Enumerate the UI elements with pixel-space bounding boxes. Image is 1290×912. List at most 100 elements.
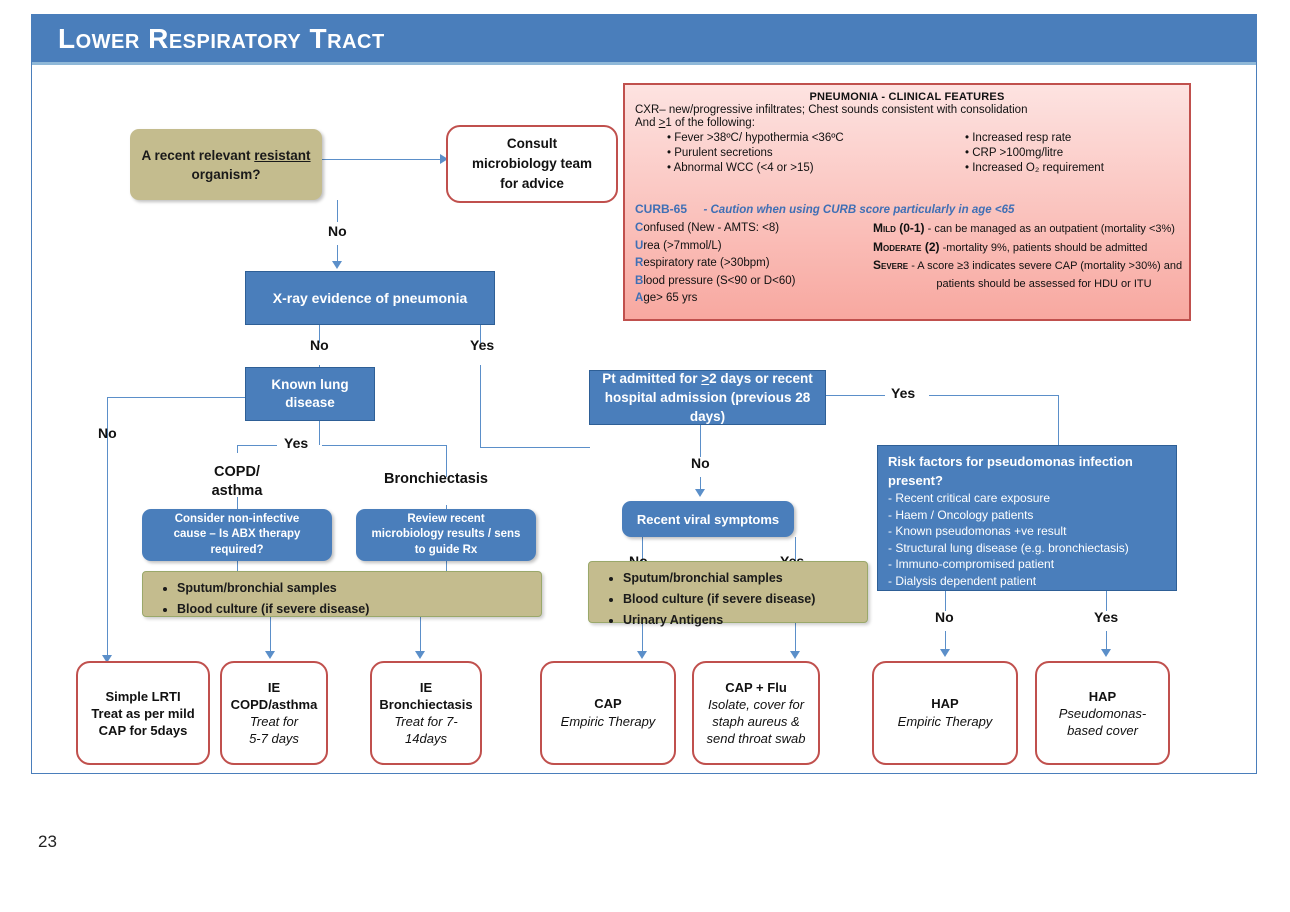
node-recent-viral-symptoms[interactable]: Recent viral symptoms (622, 501, 794, 537)
risk-item: - Structural lung disease (e.g. bronchie… (888, 540, 1129, 555)
list-item: Blood culture (if severe disease) (177, 599, 541, 620)
outcome-head: IE (267, 680, 281, 695)
edge-admitted-no-b (700, 477, 702, 491)
edge-resistant-down-b (337, 245, 339, 263)
outcome-sub1: Pseudomonas- (1058, 705, 1147, 721)
outcome-hap-pseudomonas[interactable]: HAP Pseudomonas- based cover (1035, 661, 1170, 765)
edge-lung-yes-leftdown (237, 445, 239, 453)
outcome-sub1: Treat for (249, 714, 299, 729)
panel-line2: And >1 of the following: (635, 117, 755, 129)
arrowhead-consult (440, 154, 448, 164)
edge-label-risk-yes: Yes (1094, 609, 1119, 625)
outcome-sub2: staph aureus & (712, 714, 800, 729)
outcome-head: IE (419, 680, 433, 695)
edge-lung-no-h (107, 397, 277, 399)
edge-viral-yes (795, 537, 797, 561)
edge-xray-yes-b (480, 365, 482, 447)
panel-bullet: • CRP >100mg/litre (965, 147, 1064, 159)
arrowhead-cap (637, 651, 647, 659)
edge-bronch-down (446, 445, 448, 477)
risk-item: - Immuno-compromised patient (888, 557, 1055, 571)
list-item: Urinary Antigens (623, 610, 867, 631)
edge-viral-no (642, 537, 644, 561)
outcome-sub1: Isolate, cover for (707, 697, 805, 712)
list-item: Sputum/bronchial samples (623, 568, 867, 589)
slide-title-bar: Lower Respiratory Tract (32, 15, 1256, 62)
outcome-sub1: Empiric Therapy (897, 714, 993, 729)
edge-admitted-yes-b (929, 395, 1059, 397)
outcome-hap-empiric[interactable]: HAP Empiric Therapy (872, 661, 1018, 765)
node-xray-evidence[interactable]: X-ray evidence of pneumonia (245, 271, 495, 325)
panel-bullet: • Increased O₂ requirement (965, 162, 1104, 174)
edge-xray-yes-a (480, 325, 482, 343)
outcome-cap[interactable]: CAP Empiric Therapy (540, 661, 676, 765)
panel-bullet: • Abnormal WCC (<4 or >15) (667, 162, 814, 174)
arrowhead-hap-pseudo (1101, 649, 1111, 657)
outcome-head2: Bronchiectasis (379, 697, 473, 712)
panel-line1: CXR– new/progressive infiltrates; Chest … (635, 104, 1028, 116)
page-title: Lower Respiratory Tract (58, 23, 385, 54)
edge-lung-yes-right (322, 445, 447, 447)
node-risk-factors-pseudomonas[interactable]: Risk factors for pseudomonas infection p… (877, 445, 1177, 591)
outcome-ie-bronchiectasis[interactable]: IE Bronchiectasis Treat for 7- 14days (370, 661, 482, 765)
panel-bullet: • Fever >38ºC/ hypothermia <36ºC (667, 132, 844, 144)
arrowhead-xray (332, 261, 342, 269)
outcome-simple-lrti[interactable]: Simple LRTI Treat as per mild CAP for 5d… (76, 661, 210, 765)
edge-consider-to-samples (237, 561, 239, 573)
risk-item: - Recent critical care exposure (888, 491, 1051, 505)
outcome-head2: COPD/asthma (230, 697, 318, 712)
list-item: Sputum/bronchial samples (177, 578, 541, 599)
edge-copd-down (237, 497, 239, 509)
arrowhead-ie-bronch (415, 651, 425, 659)
curb-grid: Confused (New - AMTS: <8) Urea (>7mmol/L… (625, 220, 1189, 312)
edge-review-to-samples (446, 561, 448, 573)
arrowhead-cap-flu (790, 651, 800, 659)
arrowhead-recent-viral (695, 489, 705, 497)
severity-row: patients should be assessed for HDU or I… (936, 277, 1152, 290)
outcome-sub1: Treat for 7- (394, 714, 458, 729)
edge-mid-samples-to-cap (642, 623, 644, 653)
outcome-head: HAP (1088, 688, 1117, 704)
panel-bullets-right: • Increased resp rate • CRP >100mg/litre… (965, 132, 1195, 174)
outcome-sub2: CAP for 5days (98, 722, 188, 738)
panel-bullets-left: • Fever >38ºC/ hypothermia <36ºC • Purul… (667, 132, 967, 174)
edge-admitted-yes-a (825, 395, 885, 397)
outcome-head: CAP + Flu (725, 680, 787, 695)
outcome-ie-copd-asthma[interactable]: IE COPD/asthma Treat for 5-7 days (220, 661, 328, 765)
edge-admitted-no-a (700, 425, 702, 457)
node-pt-admitted[interactable]: Pt admitted for >2 days or recent hospit… (589, 370, 826, 425)
outcome-head: CAP (594, 696, 622, 711)
outcome-sub2: based cover (1067, 722, 1138, 738)
edge-xray-yes-to-admitted (480, 447, 590, 449)
curb-severity-list: Mild (0-1) - can be managed as an outpat… (873, 220, 1191, 293)
samples-list-left: Sputum/bronchial samples Blood culture (… (143, 572, 541, 620)
outcome-sub3: send throat swab (706, 731, 806, 746)
curb-criterion: Blood pressure (S<90 or D<60) (635, 274, 796, 287)
outcome-cap-flu[interactable]: CAP + Flu Isolate, cover for staph aureu… (692, 661, 820, 765)
curb-title-row: CURB-65 - Caution when using CURB score … (635, 200, 1189, 218)
samples-box-mid: Sputum/bronchial samples Blood culture (… (588, 561, 868, 627)
resistant-underlined: resistant (254, 147, 311, 163)
curb-title: CURB-65 (635, 202, 688, 216)
risk-item: - Known pseudomonas +ve result (888, 524, 1067, 538)
curb-criterion: Urea (>7mmol/L) (635, 239, 722, 252)
edge-xray-no-a (319, 325, 321, 343)
risk-item: - Haem / Oncology patients (888, 507, 1034, 522)
edge-risk-yes-b (1106, 631, 1108, 651)
outcome-head: Simple LRTI (105, 688, 181, 704)
severity-row: Severe - A score ≥3 indicates severe CAP… (873, 258, 1183, 272)
panel-heading: PNEUMONIA - CLINICAL FEATURES (809, 91, 1005, 103)
edge-admitted-yes-down (1058, 395, 1060, 445)
curb-caution: - Caution when using CURB score particul… (703, 204, 1015, 216)
panel-bullet-grid: • Fever >38ºC/ hypothermia <36ºC • Purul… (625, 132, 1189, 194)
panel-bullet: • Increased resp rate (965, 132, 1072, 144)
risk-heading-line2: present? (888, 473, 943, 488)
edge-label-admitted-no: No (691, 455, 710, 471)
edge-label-risk-no: No (935, 609, 954, 625)
edge-label-lung-no: No (98, 425, 117, 441)
